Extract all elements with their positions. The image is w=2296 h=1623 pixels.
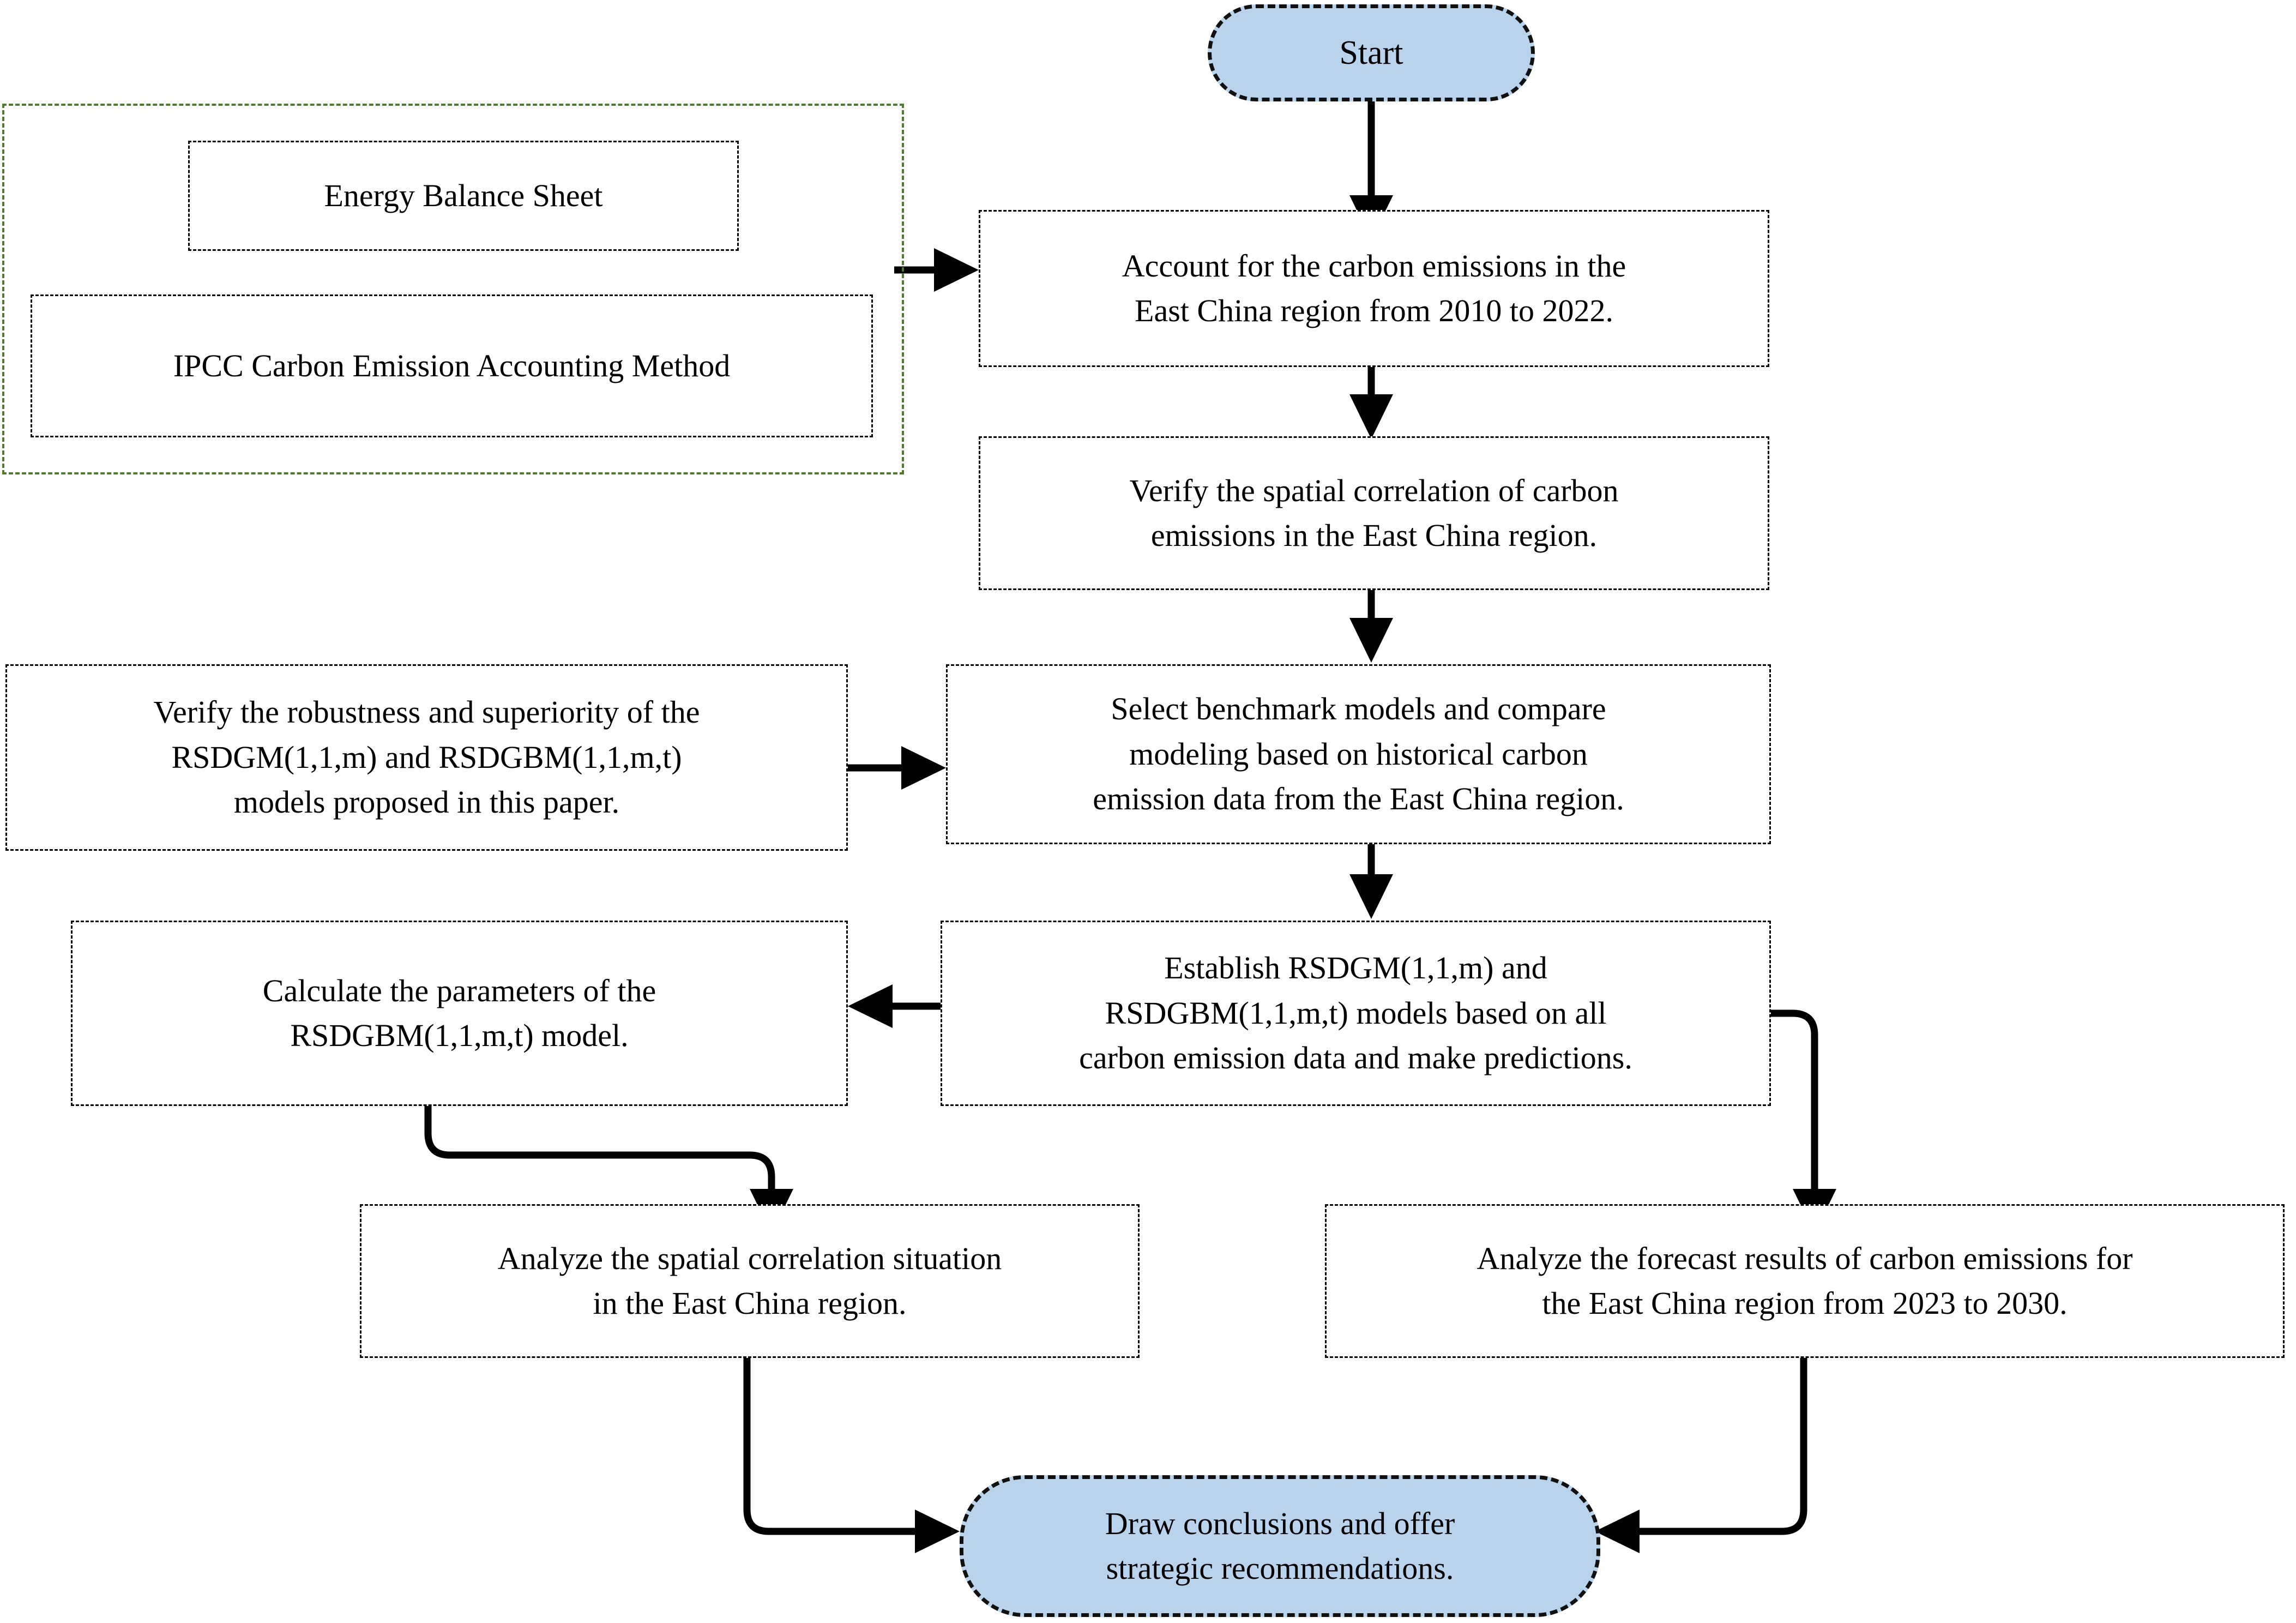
node-analyze-spatial-label: Analyze the spatial correlation situatio… bbox=[497, 1240, 1002, 1321]
node-verify-spatial-correlation-label: Verify the spatial correlation of carbon… bbox=[1129, 472, 1619, 553]
node-conclusions-label: Draw conclusions and offer strategic rec… bbox=[1105, 1505, 1455, 1586]
edge-robustness-to-select bbox=[848, 746, 946, 790]
edge-account-to-verify bbox=[1349, 366, 1393, 439]
node-select-benchmark-label: Select benchmark models and compare mode… bbox=[1093, 691, 1624, 817]
edge-select-to-establish bbox=[1349, 844, 1393, 919]
node-account-emissions[interactable]: Account for the carbon emissions in the … bbox=[979, 210, 1769, 367]
edge-analyze-forecast-to-conclusions bbox=[1595, 1358, 1807, 1553]
node-start[interactable]: Start bbox=[1208, 4, 1535, 101]
data-sources-group bbox=[2, 104, 904, 474]
node-conclusions[interactable]: Draw conclusions and offer strategic rec… bbox=[960, 1475, 1600, 1617]
node-energy-balance-sheet[interactable]: Energy Balance Sheet bbox=[188, 141, 739, 251]
node-verify-spatial-correlation[interactable]: Verify the spatial correlation of carbon… bbox=[979, 436, 1769, 590]
node-establish-models[interactable]: Establish RSDGM(1,1,m) and RSDGBM(1,1,m,… bbox=[941, 921, 1771, 1106]
node-select-benchmark[interactable]: Select benchmark models and compare mode… bbox=[946, 664, 1771, 844]
node-analyze-spatial[interactable]: Analyze the spatial correlation situatio… bbox=[360, 1204, 1140, 1358]
node-verify-robustness[interactable]: Verify the robustness and superiority of… bbox=[5, 664, 848, 851]
edge-analyze-spatial-to-conclusions bbox=[743, 1358, 960, 1553]
node-account-emissions-label: Account for the carbon emissions in the … bbox=[1122, 248, 1626, 328]
edge-establish-to-calculate bbox=[848, 984, 941, 1028]
edge-sources-to-account bbox=[894, 248, 979, 292]
node-establish-models-label: Establish RSDGM(1,1,m) and RSDGBM(1,1,m,… bbox=[1079, 950, 1632, 1076]
node-calculate-parameters[interactable]: Calculate the parameters of the RSDGBM(1… bbox=[71, 921, 848, 1106]
node-energy-balance-sheet-label: Energy Balance Sheet bbox=[324, 177, 603, 213]
node-verify-robustness-label: Verify the robustness and superiority of… bbox=[153, 694, 700, 820]
node-start-label: Start bbox=[1339, 34, 1403, 71]
node-analyze-forecast[interactable]: Analyze the forecast results of carbon e… bbox=[1325, 1204, 2285, 1358]
edge-verify-to-select bbox=[1349, 589, 1393, 663]
node-ipcc-method-label: IPCC Carbon Emission Accounting Method bbox=[173, 347, 731, 383]
edge-establish-to-analyze-forecast bbox=[1771, 1009, 1836, 1234]
node-ipcc-method[interactable]: IPCC Carbon Emission Accounting Method bbox=[31, 294, 873, 437]
node-calculate-parameters-label: Calculate the parameters of the RSDGBM(1… bbox=[262, 972, 656, 1053]
node-analyze-forecast-label: Analyze the forecast results of carbon e… bbox=[1477, 1240, 2133, 1321]
